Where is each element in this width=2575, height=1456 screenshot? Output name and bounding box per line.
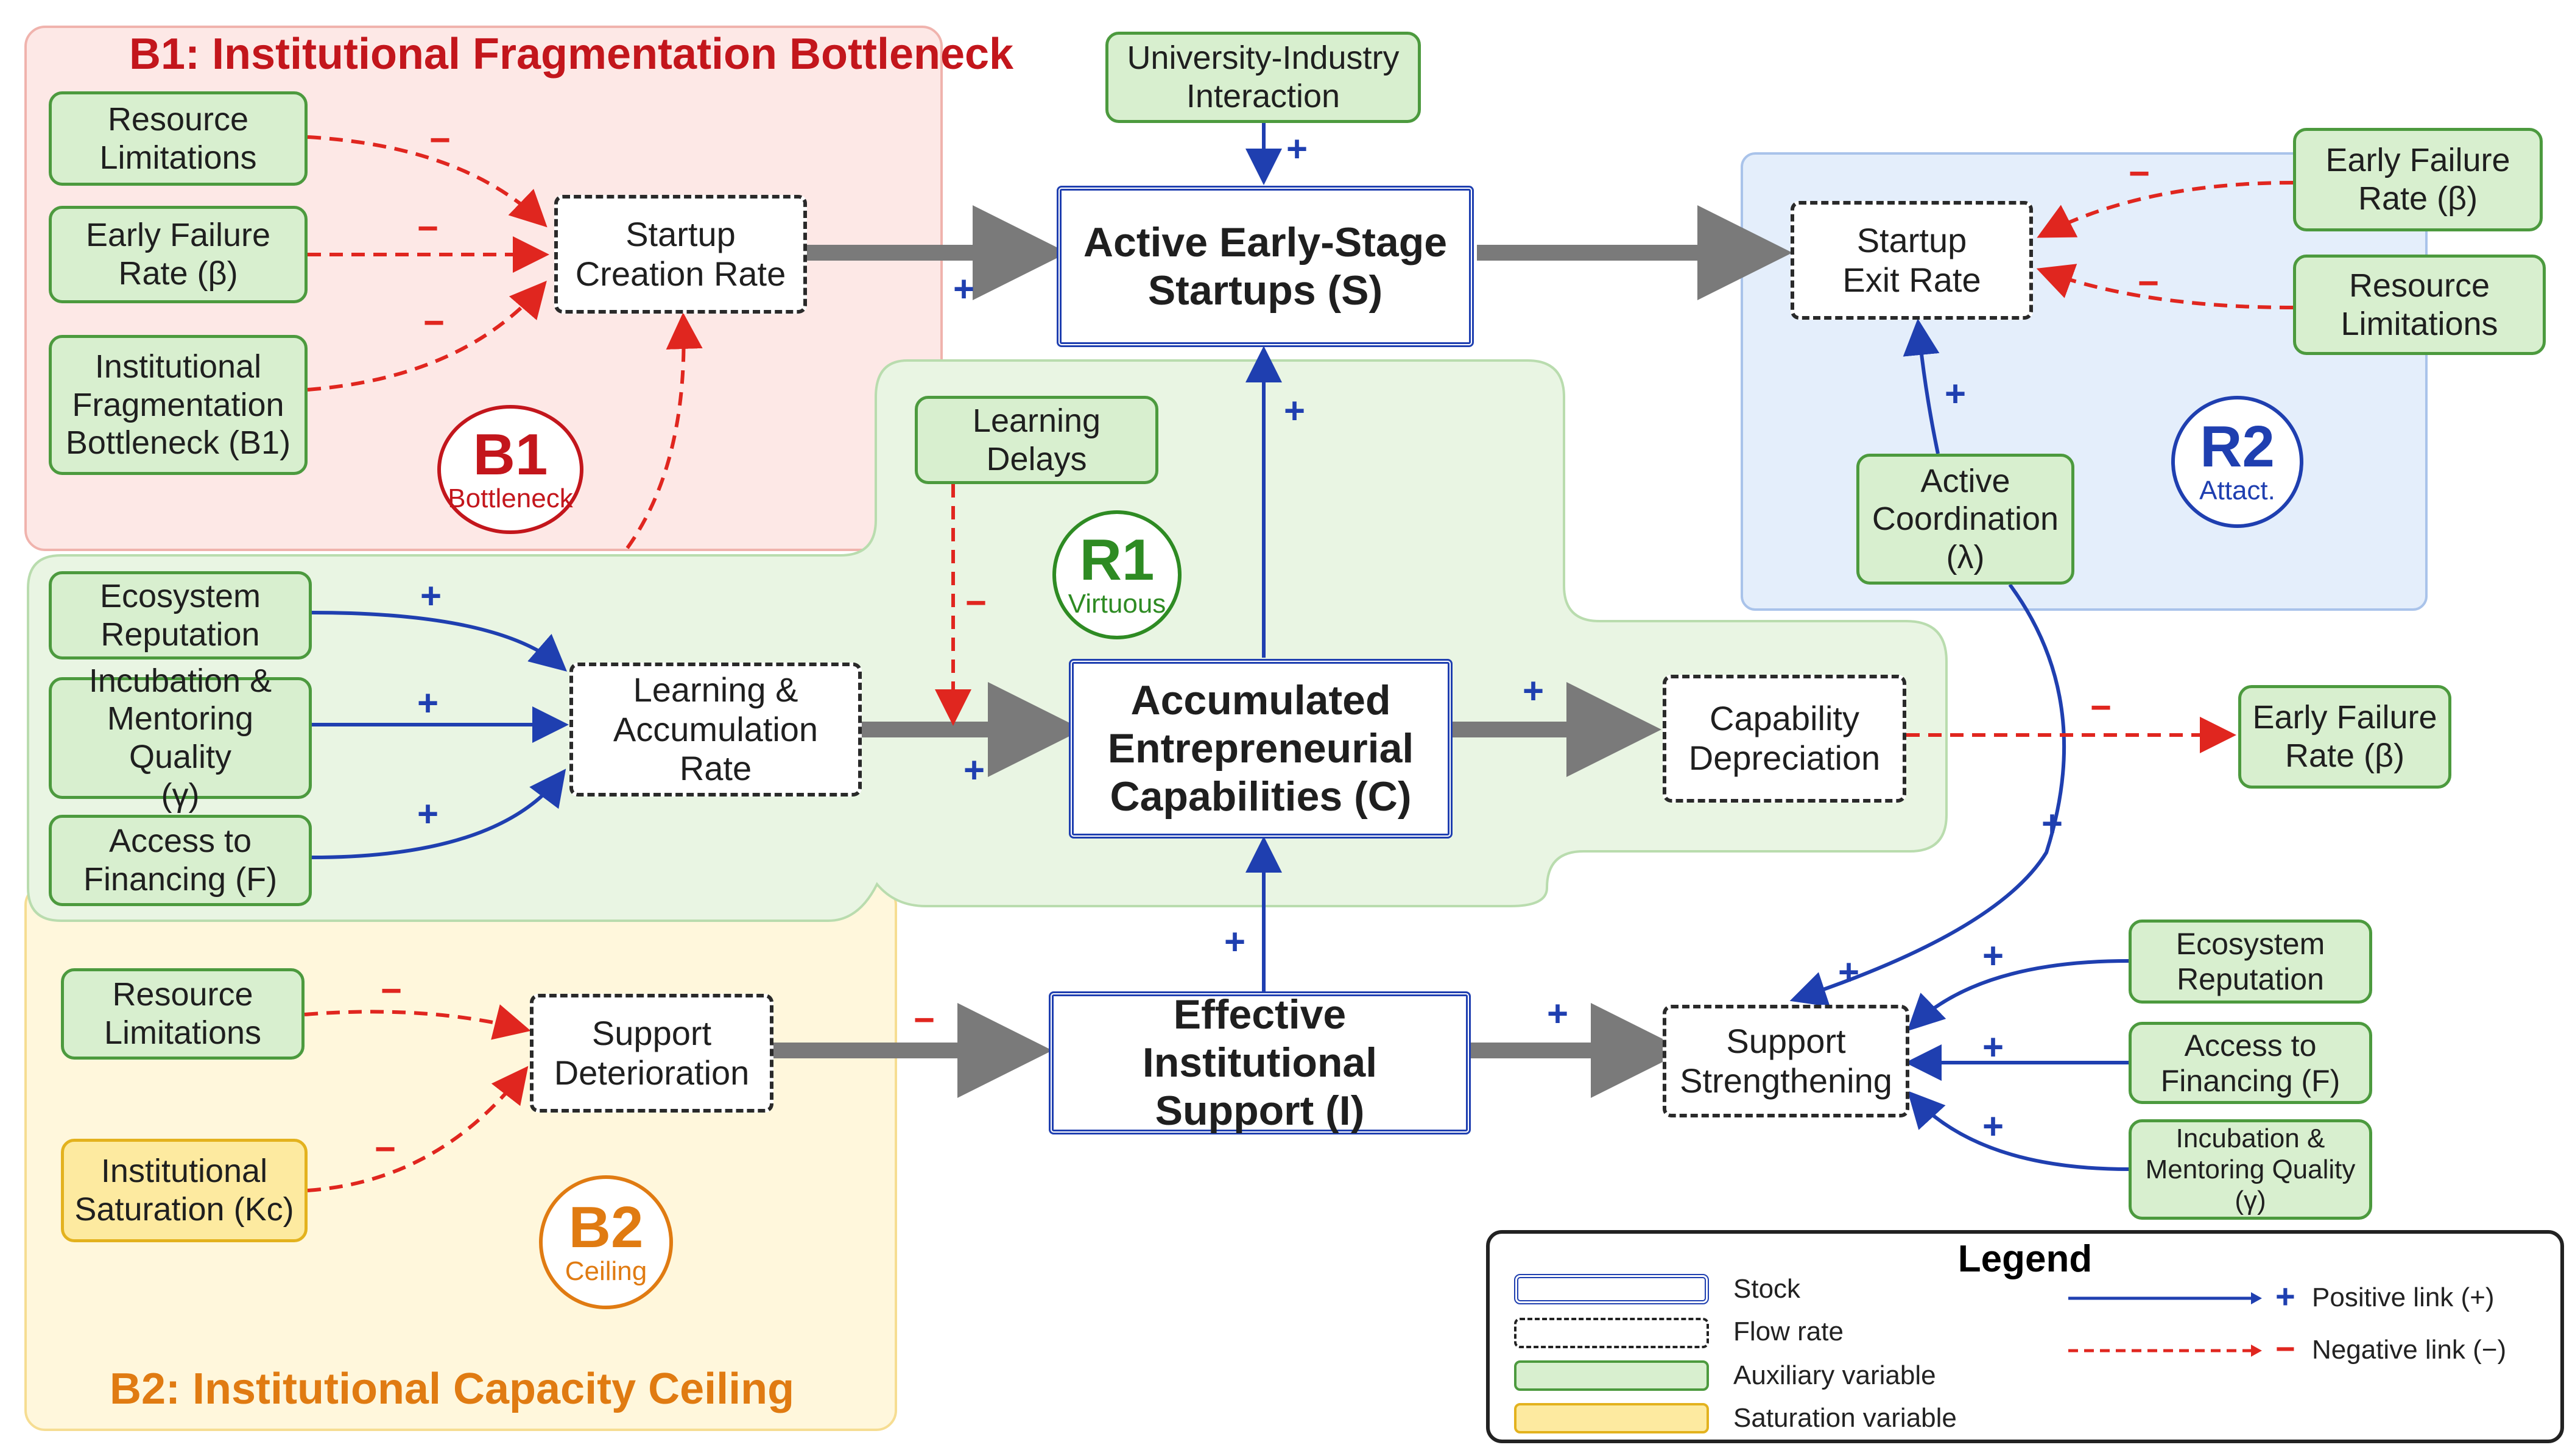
legend-box: Legend Stock Flow rate Auxiliary variabl…: [1486, 1230, 2564, 1443]
legend-negative-label: Negative link (−): [2312, 1335, 2507, 1365]
effective-support-stock: Effective Institutional Support (I): [1049, 991, 1471, 1134]
support-deterioration-node: Support Deterioration: [530, 994, 773, 1113]
sign-resource-creation: −: [429, 119, 451, 160]
sign-financing-strengthening: +: [1982, 1027, 2004, 1067]
legend-stock-label: Stock: [1733, 1274, 1801, 1304]
learning-delays-node: Learning Delays: [915, 396, 1158, 484]
loop-b2-id: B2: [568, 1194, 644, 1260]
sign-support-capabilities: +: [1224, 921, 1246, 962]
link-saturation-to-deterioration: [307, 1066, 529, 1192]
institutional-fragmentation-node: Institutional Fragmentation Bottleneck (…: [49, 335, 308, 475]
early-failure-b1-node: Early Failure Rate (β): [49, 206, 308, 303]
resource-limitations-r2-node: Resource Limitations: [2293, 255, 2546, 355]
sign-coordination-strengthening-b: +: [1838, 952, 1860, 993]
loop-r1-id: R1: [1079, 527, 1155, 593]
link-reputation-to-strengthening: [1907, 959, 2129, 1032]
active-coordination-node: Active Coordination (λ): [1856, 454, 2074, 585]
link-coordination-to-strengthening: [1789, 583, 2066, 1007]
ecosystem-reputation-left-node: Ecosystem Reputation: [49, 571, 312, 659]
early-failure-r2-node: Early Failure Rate (β): [2293, 128, 2543, 231]
sign-learningdelays-learning: −: [965, 582, 987, 623]
sign-univ-startups: +: [1286, 128, 1308, 169]
learning-rate-node: Learning & Accumulation Rate: [569, 663, 862, 797]
sign-resource-exit: −: [2138, 262, 2160, 303]
sign-saturation-deterioration: −: [375, 1128, 396, 1169]
sign-fragmentation-creation: −: [423, 302, 445, 343]
access-financing-right-node: Access to Financing (F): [2129, 1022, 2372, 1104]
sign-coordination-exit: +: [1945, 373, 1967, 414]
support-strengthening-node: Support Strengthening: [1663, 1005, 1909, 1117]
link-reputation-to-learning: [311, 611, 568, 672]
startup-creation-rate-node: Startup Creation Rate: [554, 195, 807, 314]
institutional-saturation-node: Institutional Saturation (Kc): [61, 1139, 308, 1242]
link-resource-to-deterioration: [304, 1004, 531, 1040]
loop-b1-id: B1: [473, 421, 548, 487]
capability-depreciation-node: Capability Depreciation: [1663, 675, 1906, 803]
loop-b2-badge: B2 Ceiling: [539, 1175, 673, 1309]
university-industry-node: University-Industry Interaction: [1105, 32, 1421, 123]
loop-r2-id: R2: [2200, 414, 2275, 480]
link-b1-to-creation: [625, 312, 703, 549]
startup-exit-rate-node: Startup Exit Rate: [1791, 201, 2033, 320]
resource-limitations-b1-node: Resource Limitations: [49, 91, 308, 186]
legend-sat-label: Saturation variable: [1733, 1403, 1957, 1433]
loop-r1-sub: Virtuous: [1068, 588, 1166, 619]
sign-resource-deterioration: −: [381, 970, 403, 1011]
b1-region-title: B1: Institutional Fragmentation Bottlene…: [129, 30, 1014, 79]
incubation-right-node: Incubation & Mentoring Quality (γ): [2129, 1119, 2372, 1220]
loop-r2-sub: Attact.: [2199, 476, 2275, 506]
sign-capabilities-startups: +: [1284, 390, 1306, 431]
legend-negative-line: [2068, 1345, 2262, 1357]
loop-b2-sub: Ceiling: [565, 1256, 647, 1286]
legend-flow-label: Flow rate: [1733, 1317, 1844, 1346]
sign-support-strengthening: +: [1547, 993, 1569, 1034]
sign-incubation-strengthening: +: [1982, 1106, 2004, 1147]
sign-reputation-strengthening: +: [1982, 935, 2004, 976]
link-resource-to-exit: [2036, 264, 2294, 309]
loop-r2-badge: R2 Attact.: [2171, 396, 2303, 528]
legend-aux-label: Auxiliary variable: [1733, 1360, 1936, 1390]
sign-incubation-learning: +: [417, 683, 439, 723]
link-fragmentation-to-creation: [307, 280, 547, 392]
sign-earlyfail-exit: −: [2129, 153, 2151, 194]
legend-aux-swatch: [1514, 1360, 1709, 1391]
legend-title: Legend: [1957, 1238, 2093, 1280]
ecosystem-reputation-right-node: Ecosystem Reputation: [2129, 920, 2372, 1004]
legend-negative-sign: −: [2275, 1329, 2295, 1368]
sign-coordination-strengthening-a: +: [2041, 803, 2063, 844]
sign-deterioration-support: −: [914, 999, 935, 1040]
sign-learning-capabilities: +: [963, 750, 985, 790]
access-financing-left-node: Access to Financing (F): [49, 815, 312, 906]
loop-b1-sub: Bottleneck: [448, 483, 573, 513]
link-resource-to-creation: [307, 135, 548, 228]
legend-flow-swatch: [1514, 1318, 1709, 1348]
legend-positive-line: [2068, 1292, 2262, 1304]
early-failure-right-node: Early Failure Rate (β): [2238, 685, 2451, 789]
sign-creation-startups: +: [953, 269, 975, 309]
legend-sat-swatch: [1514, 1403, 1709, 1433]
b2-region-title: B2: Institutional Capacity Ceiling: [110, 1365, 795, 1413]
legend-positive-sign: +: [2275, 1277, 2295, 1315]
link-financing-to-learning: [311, 768, 566, 859]
resource-limitations-b2-node: Resource Limitations: [61, 968, 305, 1060]
link-coordination-to-exit: [1903, 318, 1940, 454]
link-earlyfail-to-exit: [2037, 181, 2294, 238]
loop-b1-badge: B1 Bottleneck: [437, 405, 583, 534]
sign-financing-learning: +: [417, 793, 439, 834]
sign-reputation-learning: +: [420, 575, 442, 616]
loop-r1-badge: R1 Virtuous: [1052, 510, 1182, 639]
sign-depreciation-earlyfail: −: [2090, 687, 2112, 728]
legend-stock-swatch: [1514, 1274, 1709, 1304]
sign-earlyfail-creation: −: [417, 208, 439, 248]
legend-positive-label: Positive link (+): [2312, 1282, 2495, 1312]
sign-capabilities-depreciation: +: [1523, 670, 1545, 711]
accumulated-capabilities-stock: Accumulated Entrepreneurial Capabilities…: [1069, 659, 1453, 839]
active-startups-stock: Active Early-Stage Startups (S): [1057, 186, 1474, 347]
incubation-left-node: Incubation & Mentoring Quality (γ): [49, 663, 312, 814]
link-incubation-to-strengthening: [1907, 1091, 2129, 1171]
